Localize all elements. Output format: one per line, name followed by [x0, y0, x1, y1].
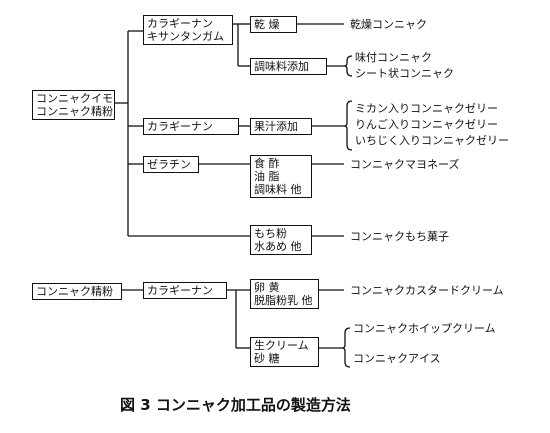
additive-carrageenan-1-label: カラギーナン — [147, 120, 213, 133]
source-line-2: コンニャク精粉 — [36, 105, 113, 118]
process-egg-line-1: 卵 黄 — [254, 281, 280, 294]
process-egg-line-2: 脱脂粉乳 他 — [254, 294, 313, 307]
product-seasoned-2: シート状コンニャク — [355, 67, 454, 80]
process-drying: 乾 燥 — [250, 16, 297, 33]
process-egg: 卵 黄 脱脂粉乳 他 — [250, 279, 319, 309]
product-ice: コンニャクアイス — [353, 352, 441, 365]
additive-carrageenan-xanthan: カラギーナン キサンタンガム — [143, 15, 233, 45]
product-custard: コンニャクカスタードクリーム — [350, 284, 504, 297]
additive-carrageenan-2-label: カラギーナン — [147, 284, 213, 297]
process-mochi-line-1: もち粉 — [254, 227, 287, 240]
process-vinegar-line-1: 食 酢 — [254, 157, 280, 170]
process-juice-label: 果汁添加 — [254, 120, 298, 133]
process-seasoning-label: 調味料添加 — [254, 60, 309, 73]
product-mayonnaise: コンニャクマヨネーズ — [350, 158, 460, 171]
process-mochi-line-2: 水あめ 他 — [254, 240, 302, 253]
source-line-1: コンニャクイモ — [36, 92, 113, 105]
figure-caption: 図 3 コンニャク加工品の製造方法 — [120, 396, 351, 414]
process-vinegar-line-3: 調味料 他 — [254, 183, 302, 196]
product-jelly-1: ミカン入りコンニャクゼリー — [355, 102, 498, 115]
additive-line-1: カラギーナン — [147, 17, 213, 30]
process-vinegar-oil: 食 酢 油 脂 調味料 他 — [250, 155, 312, 198]
product-jelly-2: りんご入りコンニャクゼリー — [355, 118, 498, 131]
product-whip: コンニャクホイップクリーム — [353, 322, 496, 335]
process-mochi: もち粉 水あめ 他 — [250, 225, 312, 255]
product-seasoned-1: 味付コンニャク — [355, 51, 432, 64]
product-jelly-3: いちじく入りコンニャクゼリー — [355, 134, 509, 147]
process-seasoning: 調味料添加 — [250, 58, 327, 75]
additive-carrageenan-1: カラギーナン — [143, 118, 239, 135]
product-dried: 乾燥コンニャク — [350, 18, 427, 31]
process-juice: 果汁添加 — [250, 118, 312, 135]
additive-gelatin-label: ゼラチン — [147, 158, 191, 171]
product-mochi: コンニャクもち菓子 — [350, 230, 449, 243]
process-cream-line-2: 砂 糖 — [254, 352, 280, 365]
additive-carrageenan-2: カラギーナン — [143, 282, 227, 299]
additive-gelatin: ゼラチン — [143, 156, 199, 173]
source-konjac-imo: コンニャクイモ コンニャク精粉 — [32, 90, 115, 120]
process-drying-label: 乾 燥 — [254, 18, 280, 31]
source-konjac-flour-label: コンニャク精粉 — [36, 285, 113, 298]
process-cream: 生クリーム 砂 糖 — [250, 337, 319, 367]
source-konjac-flour: コンニャク精粉 — [32, 283, 122, 300]
process-vinegar-line-2: 油 脂 — [254, 170, 280, 183]
process-cream-line-1: 生クリーム — [254, 339, 309, 352]
additive-line-2: キサンタンガム — [147, 30, 224, 43]
